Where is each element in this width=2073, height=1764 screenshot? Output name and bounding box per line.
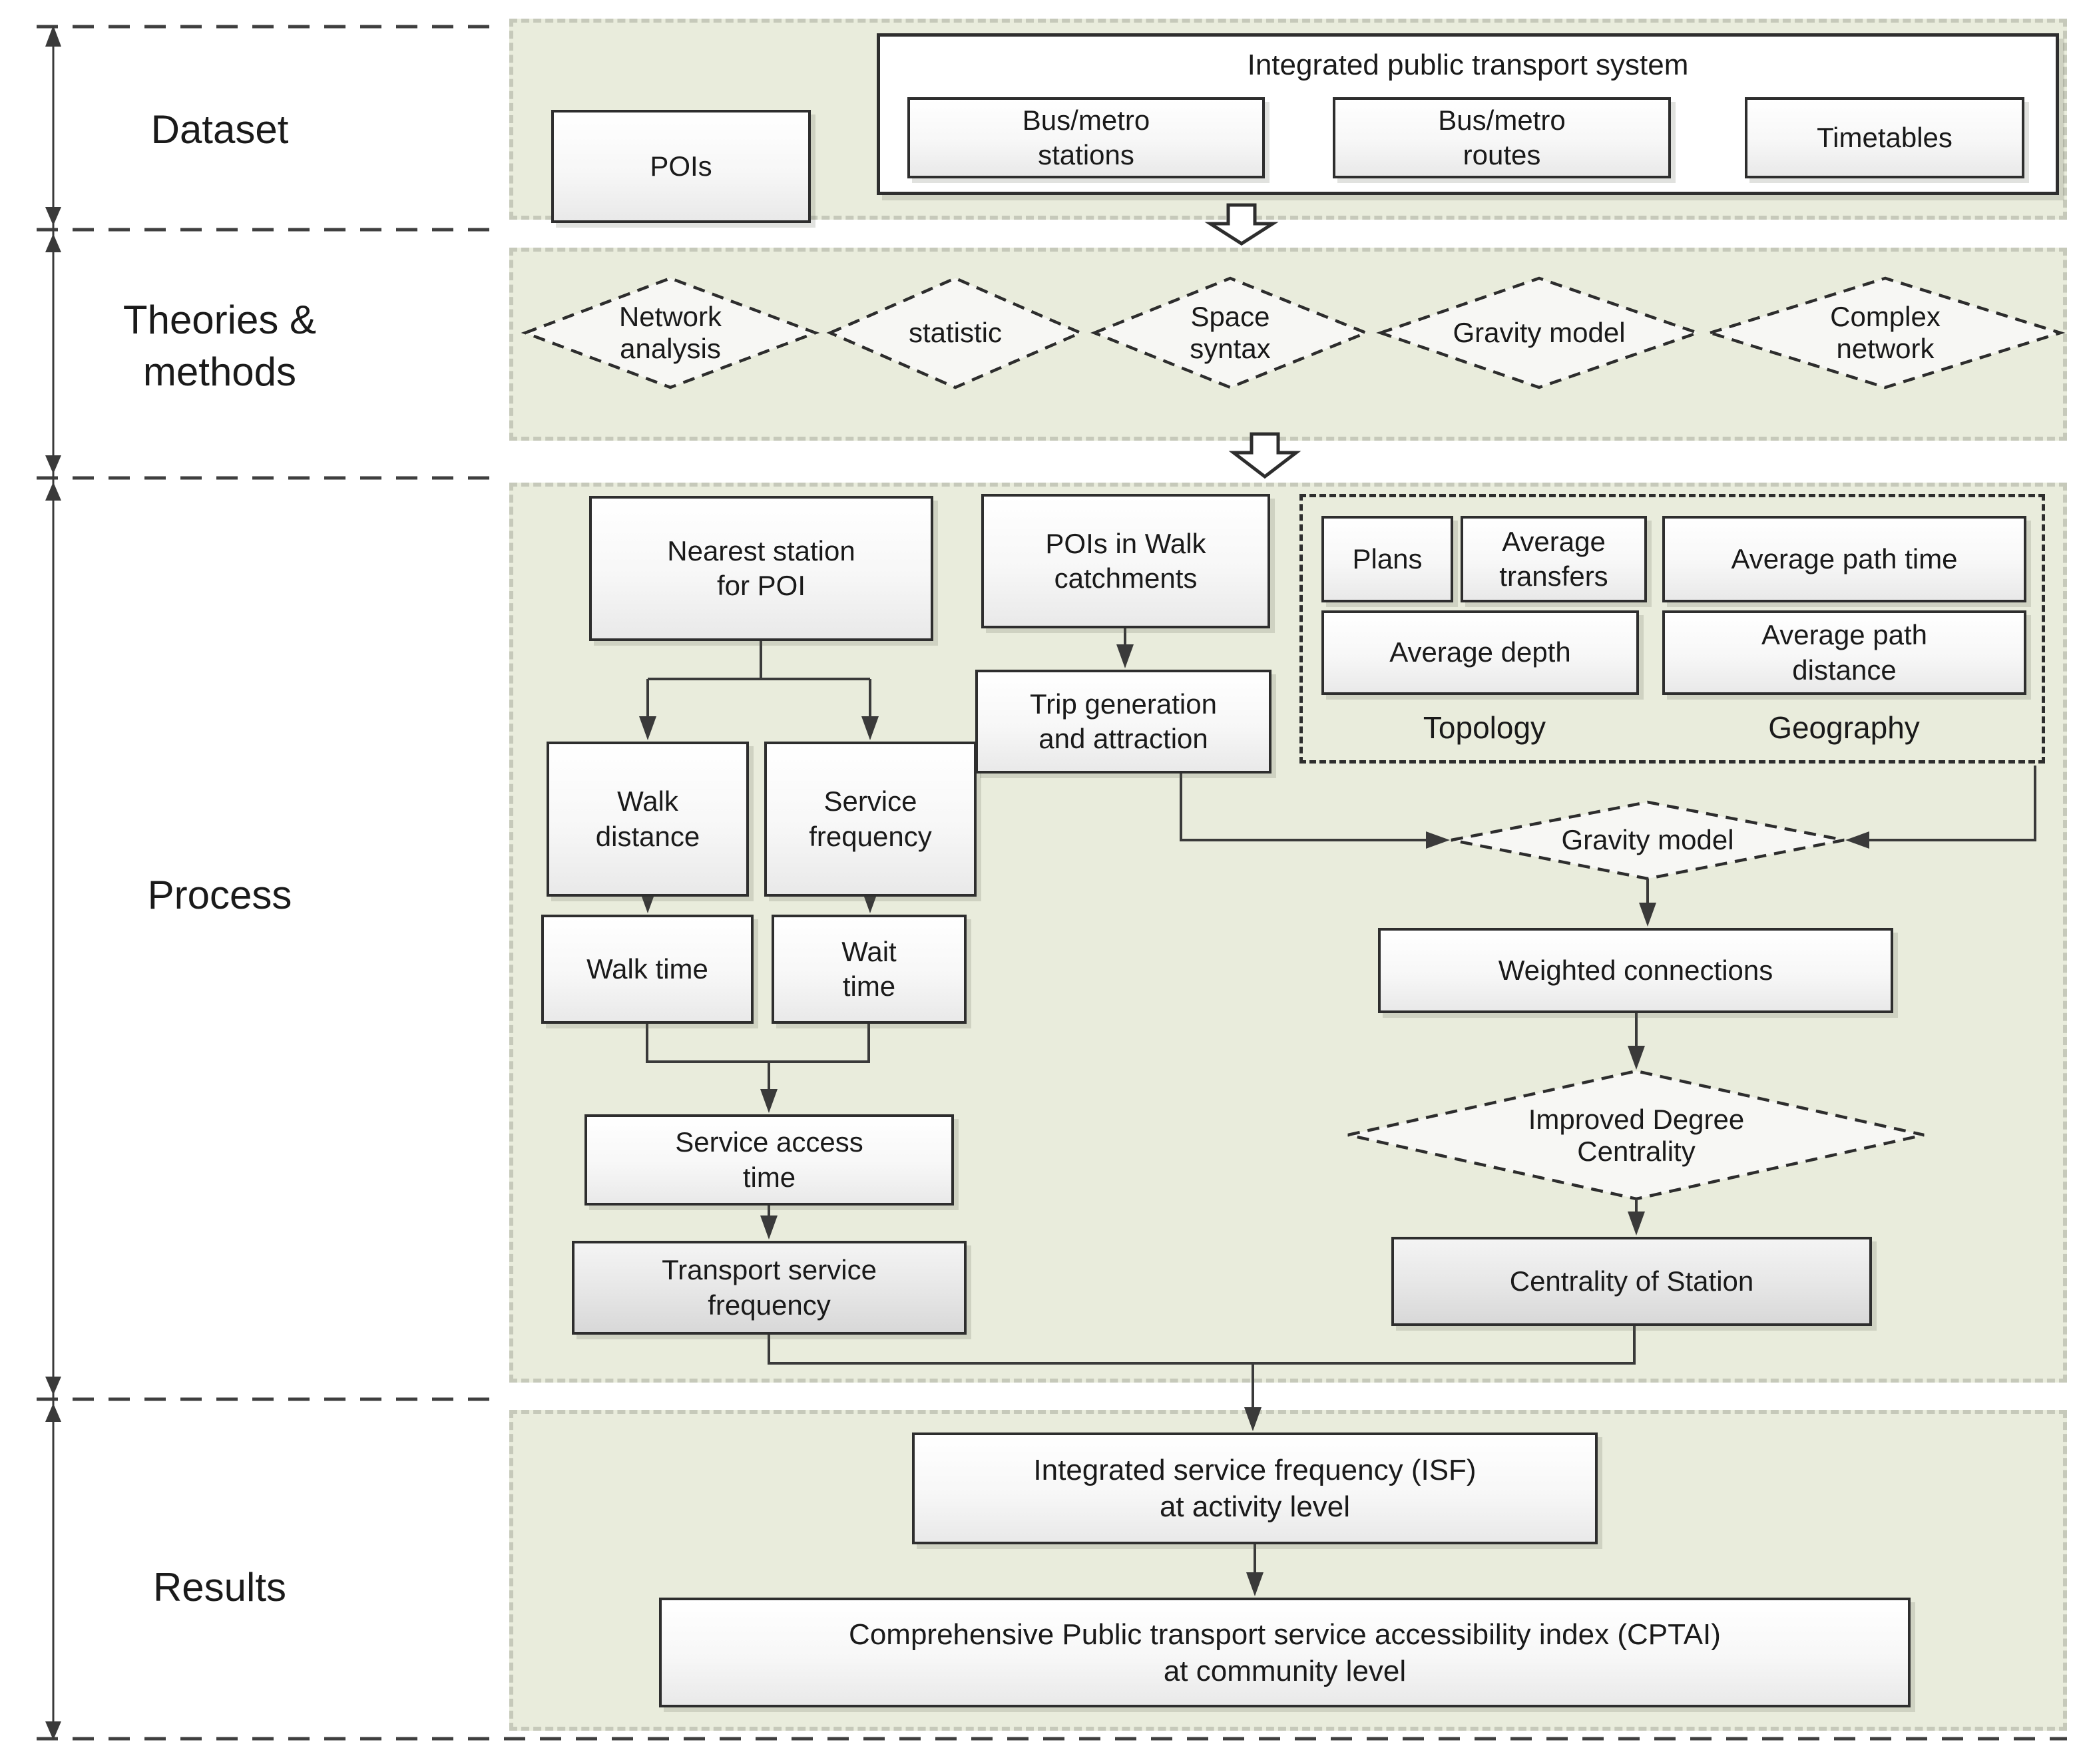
walk-distance-box: Walk distance xyxy=(547,742,749,897)
average-transfers-box: Average transfers xyxy=(1461,516,1647,602)
big-down-arrow-icon xyxy=(1204,203,1279,246)
space-syntax-diamond xyxy=(1090,276,1371,389)
complex-network-label: Complex network xyxy=(1830,300,1941,364)
process-section-label: Process xyxy=(147,873,292,917)
flow-connectors xyxy=(639,628,2036,1596)
integrated-transport-system-title: Integrated public transport system xyxy=(1247,49,1689,82)
isf-box: Integrated service frequency (ISF) at ac… xyxy=(912,1433,1598,1544)
dimension-line xyxy=(45,25,61,1740)
dim-arrow-up-icon xyxy=(45,482,61,501)
transport-service-frequency-box: Transport service frequency xyxy=(572,1241,967,1335)
improved-degree-centrality-label: Improved Degree Centrality xyxy=(1528,1103,1745,1167)
average-depth-box: Average depth xyxy=(1321,610,1639,695)
gravity-model-process-label: Gravity model xyxy=(1561,823,1734,855)
dim-arrow-down-icon xyxy=(45,455,61,474)
bus-metro-routes-box: Bus/metro routes xyxy=(1333,97,1671,178)
gravity-model-diamond xyxy=(1376,276,1702,389)
weighted-connections-box: Weighted connections xyxy=(1378,928,1893,1013)
theories-section-label: Theories & methods xyxy=(122,298,317,394)
dim-arrow-up-icon xyxy=(45,25,61,47)
network-analysis-label: Network analysis xyxy=(618,300,722,364)
network-analysis-diamond xyxy=(521,276,820,389)
topology-geography-group xyxy=(1299,494,2045,764)
dim-arrow-down-icon xyxy=(45,207,61,226)
space-syntax-label: Space syntax xyxy=(1190,300,1271,364)
service-frequency-box: Service frequency xyxy=(764,742,977,897)
statistic-diamond xyxy=(826,276,1084,389)
plans-box: Plans xyxy=(1321,516,1453,602)
gravity-model-label: Gravity model xyxy=(1453,316,1626,348)
wait-time-box: Wait time xyxy=(772,915,967,1024)
results-section-label: Results xyxy=(152,1565,287,1610)
section-separator-lines xyxy=(37,25,2067,1741)
bus-metro-stations-box: Bus/metro stations xyxy=(907,97,1265,178)
big-down-arrow-icon xyxy=(1228,432,1301,479)
timetables-box: Timetables xyxy=(1745,97,2024,178)
service-access-time-box: Service access time xyxy=(584,1114,954,1206)
dataset-section-label: Dataset xyxy=(150,107,289,152)
improved-degree-centrality-diamond xyxy=(1347,1069,1925,1201)
centrality-of-station-box: Centrality of Station xyxy=(1391,1237,1872,1326)
process-diamonds xyxy=(1347,800,1925,1201)
average-path-distance-box: Average path distance xyxy=(1662,610,2026,695)
topology-label: Topology xyxy=(1423,710,1546,746)
average-path-time-box: Average path time xyxy=(1662,516,2026,602)
statistic-label: statistic xyxy=(908,316,1003,348)
pois-walk-catchments-box: POIs in Walk catchments xyxy=(981,494,1270,628)
cptai-box: Comprehensive Public transport service a… xyxy=(659,1598,1911,1707)
dim-arrow-down-icon xyxy=(45,1721,61,1740)
trip-generation-box: Trip generation and attraction xyxy=(975,670,1271,773)
pois-box: POIs xyxy=(551,110,811,223)
row-flow-arrows xyxy=(1204,203,1301,479)
walk-time-box: Walk time xyxy=(541,915,754,1024)
geography-label: Geography xyxy=(1768,710,1920,746)
nearest-station-box: Nearest station for POI xyxy=(589,496,933,641)
dim-arrow-down-icon xyxy=(45,1377,61,1395)
theory-diamonds xyxy=(521,276,2066,389)
dim-arrow-up-icon xyxy=(45,1403,61,1422)
complex-network-diamond xyxy=(1705,276,2066,389)
dim-arrow-up-icon xyxy=(45,234,61,252)
gravity-model-process-diamond xyxy=(1451,800,1845,881)
